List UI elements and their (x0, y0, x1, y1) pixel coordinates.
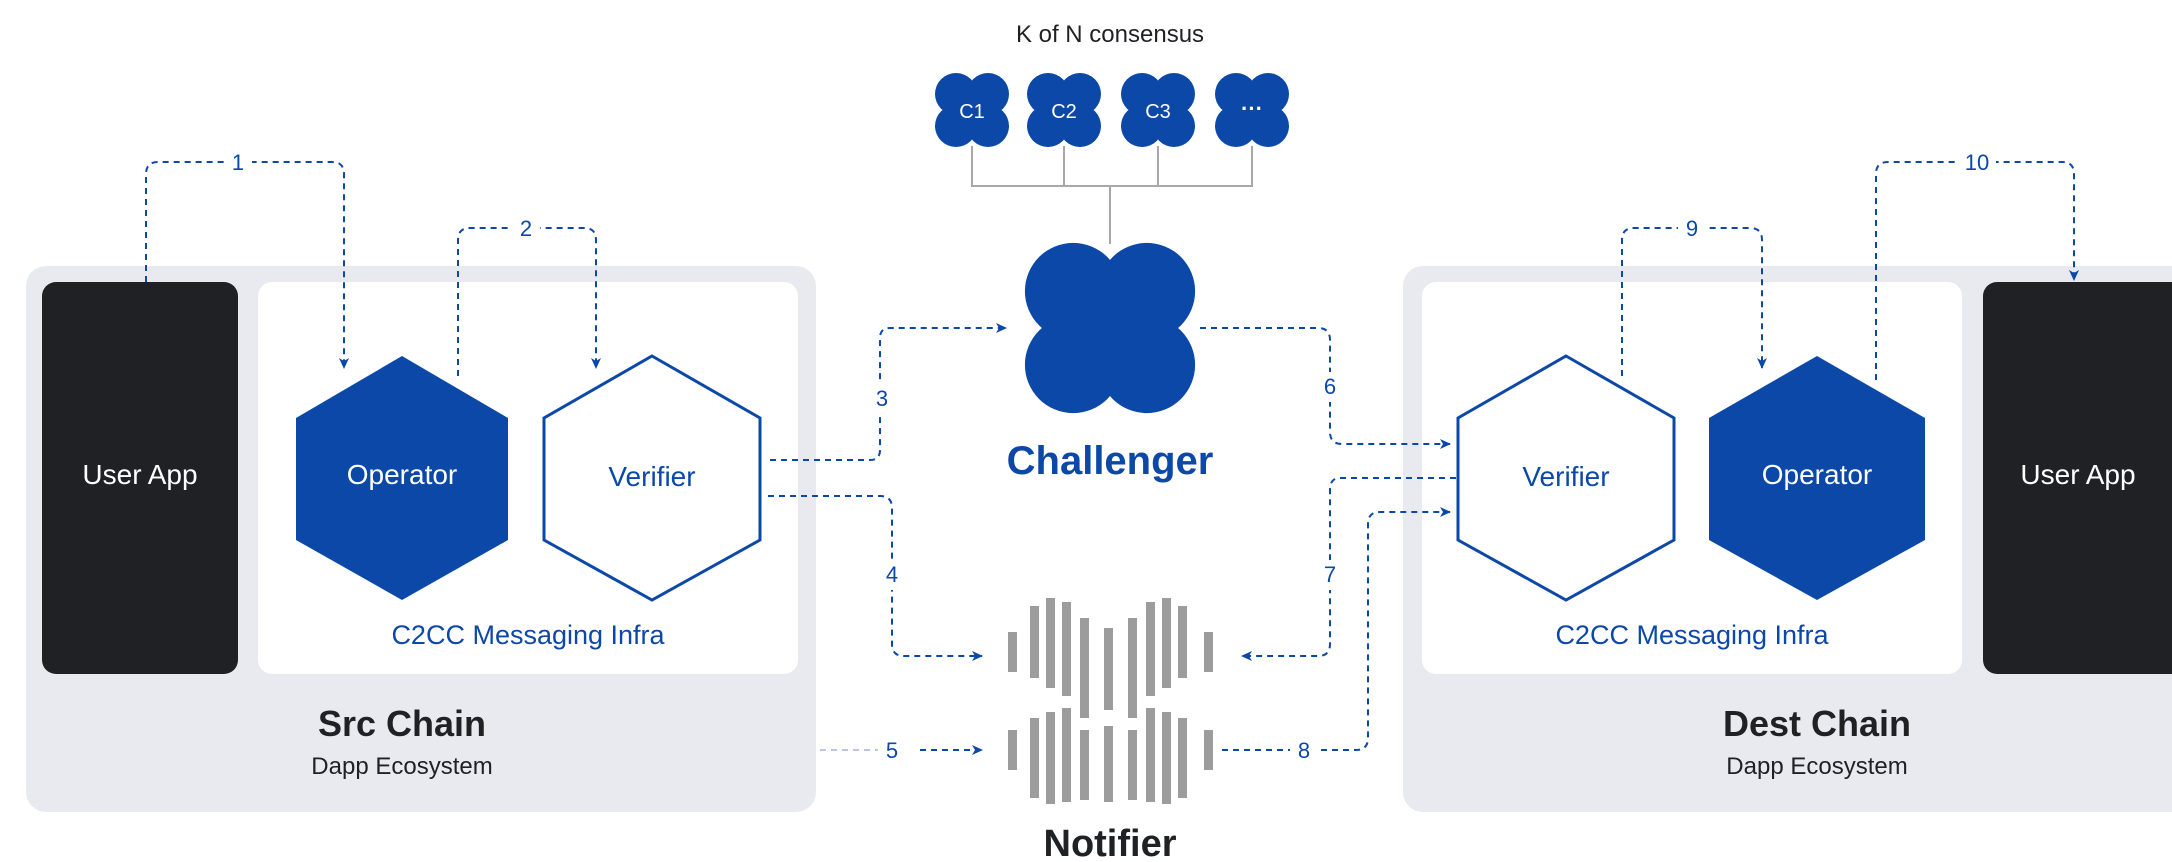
consensus-node-more-label: ··· (1241, 96, 1263, 121)
src-user-app-card (42, 282, 238, 674)
src-verifier-label: Verifier (608, 461, 695, 492)
consensus-node-c1-label: C1 (959, 101, 985, 123)
consensus-node-c3-label: C3 (1145, 101, 1171, 123)
dest-verifier-label: Verifier (1522, 461, 1609, 492)
dest-user-app-card (1983, 282, 2172, 674)
consensus-connector-lines (971, 146, 1253, 244)
step-2-label: 2 (520, 216, 532, 241)
consensus-node-c2-label: C2 (1051, 101, 1077, 123)
notifier-waveform (1008, 598, 1213, 804)
step-3-label: 3 (876, 386, 888, 411)
src-user-app-label: User App (82, 459, 197, 490)
dest-verifier-hexagon (1456, 354, 1676, 602)
src-verifier-hexagon (542, 354, 762, 602)
src-operator-hexagon (296, 356, 508, 600)
consensus-title: K of N consensus (1016, 21, 1204, 48)
dest-chain-title: Dest Chain (1723, 703, 1911, 744)
src-infra-label: C2CC Messaging Infra (391, 620, 665, 650)
arrow-3-verifier-to-challenger (770, 323, 1007, 461)
dest-ecosystem-label: Dapp Ecosystem (1726, 753, 1907, 780)
step-9-label: 9 (1686, 216, 1698, 241)
src-ecosystem-label: Dapp Ecosystem (311, 753, 492, 780)
dest-operator-hexagon (1709, 356, 1925, 600)
challenger-label: Challenger (1007, 439, 1214, 483)
step-4-label: 4 (886, 562, 898, 587)
step-6-label: 6 (1324, 374, 1336, 399)
step-8-label: 8 (1298, 738, 1310, 763)
step-5-label: 5 (886, 738, 898, 763)
arrow-6-challenger-to-verifier (1200, 327, 1451, 449)
step-7-label: 7 (1324, 562, 1336, 587)
step-1-label: 1 (232, 150, 244, 175)
dest-infra-label: C2CC Messaging Infra (1555, 620, 1829, 650)
step-10-label: 10 (1965, 150, 1989, 175)
challenger-logo (1024, 242, 1196, 414)
dest-user-app-label: User App (2020, 459, 2135, 490)
src-chain-title: Src Chain (318, 703, 486, 744)
src-operator-label: Operator (347, 459, 458, 490)
notifier-label: Notifier (1044, 823, 1177, 862)
dest-operator-label: Operator (1762, 459, 1873, 490)
